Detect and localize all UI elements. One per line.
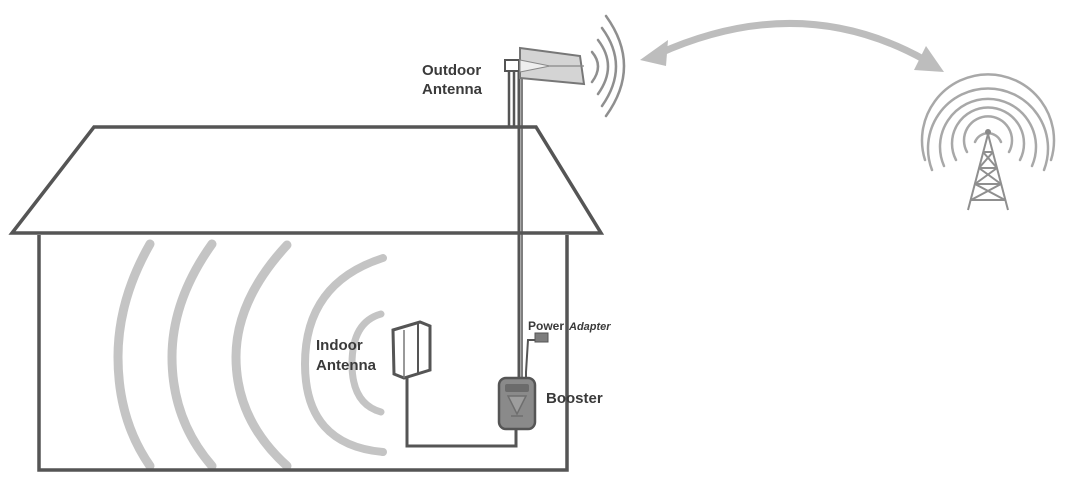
antenna-mast [507,70,523,382]
power-adapter-label-word1: Power [528,319,564,333]
power-adapter-plug [534,332,549,343]
indoor-antenna [391,320,432,380]
arrow-head-right [914,46,944,72]
booster-label: Booster [546,390,603,407]
indoor-wave-ring-1 [348,310,385,416]
antenna-mount-bracket [504,59,520,72]
indoor-antenna-label-line1: Indoor [316,337,363,354]
power-adapter [525,332,549,382]
house [8,125,605,472]
booster-unit [497,376,537,431]
indoor-signal-waves [113,239,387,471]
indoor-antenna-panel [391,320,432,380]
outdoor-antenna-label-line2: Antenna [422,81,483,98]
tower-signal-rings [920,73,1056,172]
indoor-antenna-cable [405,378,518,448]
outdoor-antenna-label-line1: Outdoor [422,62,481,79]
house-roof [8,125,605,235]
indoor-antenna-label-line2: Antenna [316,357,377,374]
indoor-wave-ring-3 [231,240,292,471]
indoor-wave-ring-2 [300,254,387,456]
tower-beacon [985,129,991,135]
indoor-wave-ring-5 [113,239,155,471]
indoor-wave-ring-4 [167,239,217,471]
power-adapter-label-word2: Adapter [568,321,611,333]
cell-tower [920,73,1056,211]
tower-structure [967,133,1009,211]
two-way-signal-arrow [640,19,944,72]
outdoor-antenna [504,46,586,86]
arrow-head-left [640,40,668,66]
house-walls [37,235,569,472]
outdoor-antenna-signal [590,14,626,118]
